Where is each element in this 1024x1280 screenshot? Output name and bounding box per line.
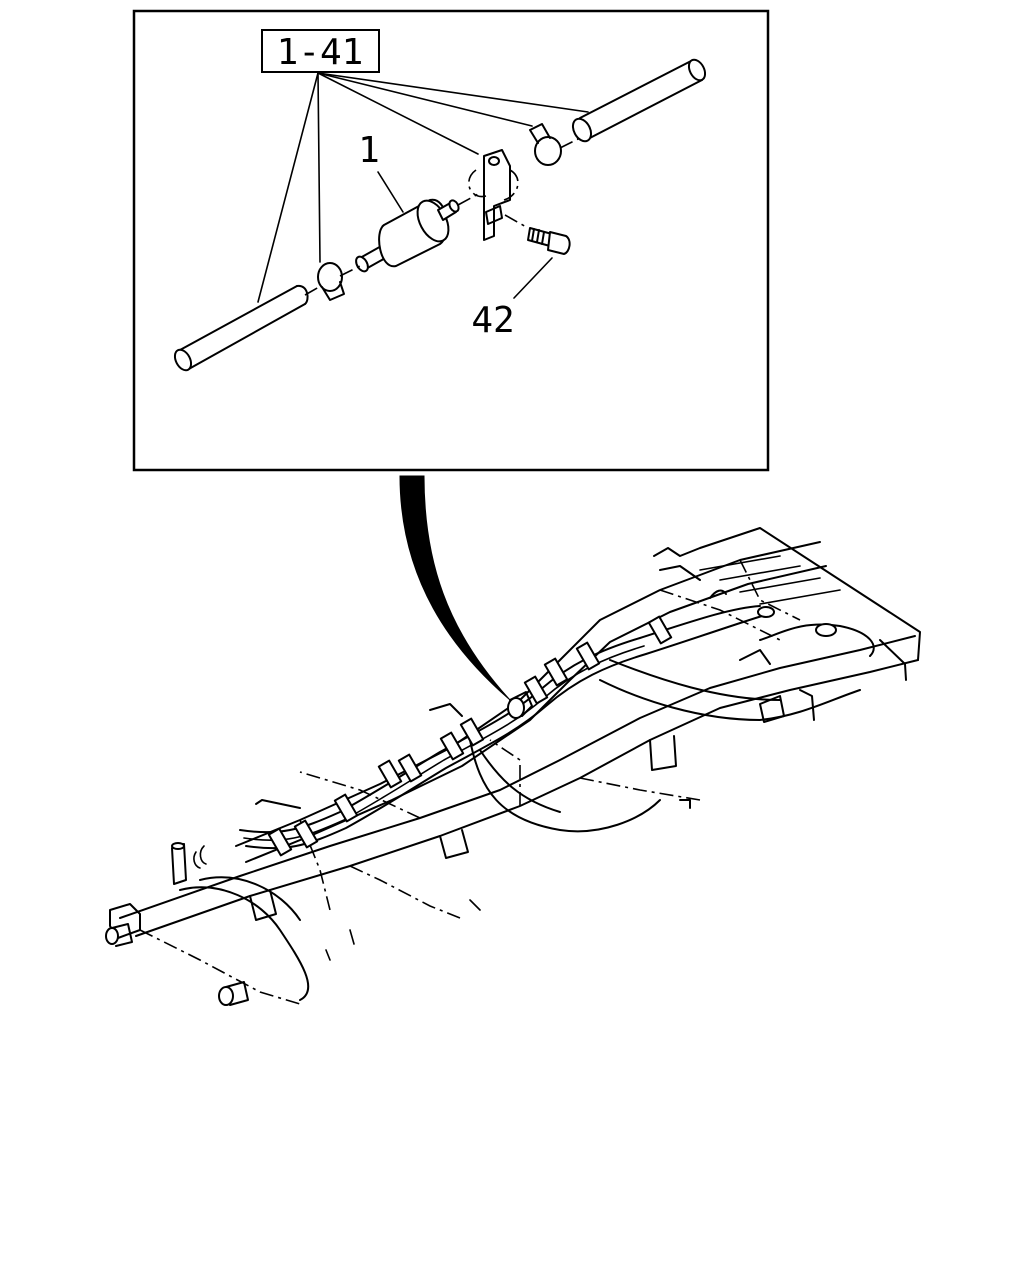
group-ref-label: 1-41 [277,32,364,73]
group-ref-box [261,29,380,73]
fuel-filter [339,192,481,277]
inset-frame [132,9,770,472]
pipe-clips [267,615,673,857]
ref-leaders [257,72,589,303]
part-42-leader [513,257,553,299]
chassis-frame [105,527,921,1006]
part-1-leader [377,171,404,213]
detail-pointer [399,475,511,701]
part-42-label: 42 [471,300,514,341]
filter-bracket [467,149,529,241]
part-1-label: 1 [358,130,380,171]
fuel-pipe-left [173,271,346,372]
detail-inset: 1-41 [132,9,770,472]
fuel-pipe-right [571,58,707,143]
hose-clamp-right [529,123,581,166]
hose-clamp-left [317,262,345,301]
bolt [527,227,571,255]
filter-location [507,691,533,719]
